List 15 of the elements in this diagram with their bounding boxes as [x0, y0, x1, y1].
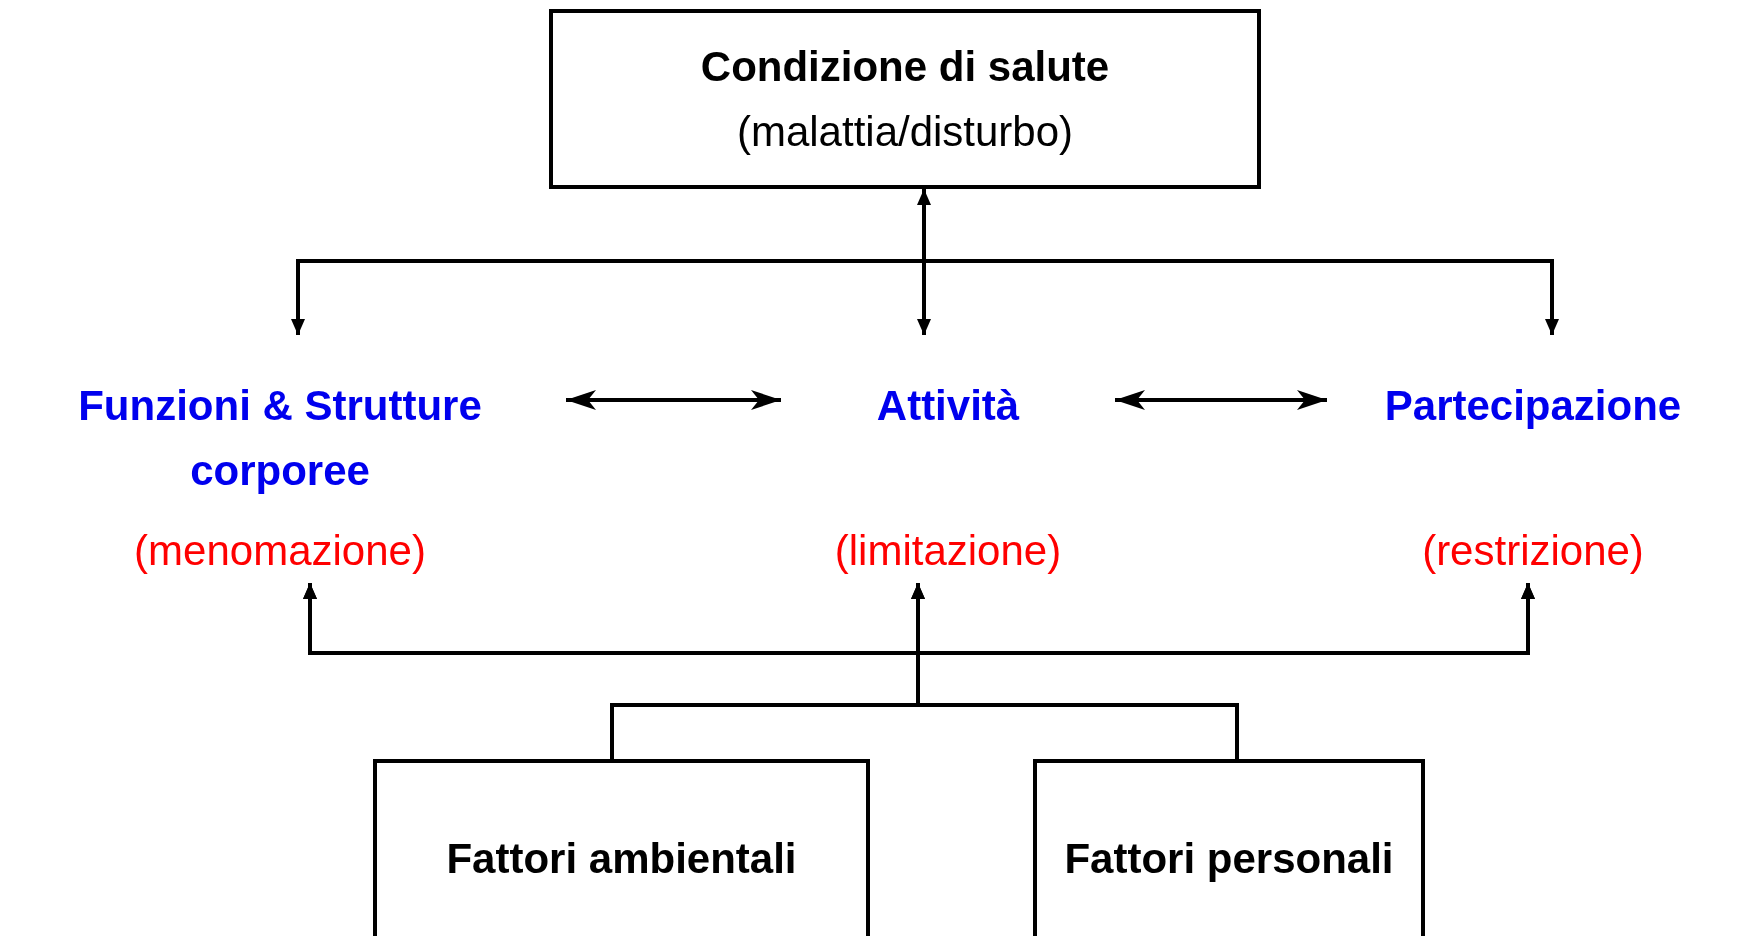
factor-box: [373, 759, 870, 936]
component-title: Funzioni & Strutture corporee: [77, 381, 483, 497]
arrow: [566, 390, 781, 410]
arrow: [1115, 390, 1327, 410]
component-note: (limitazione): [834, 525, 1062, 576]
heading: Condizione di salute: [700, 41, 1110, 92]
factor-box: [1033, 759, 1425, 936]
factor-label: Fattori ambientali: [446, 834, 797, 885]
process-box: [549, 9, 1261, 189]
factor-label: Fattori personali: [1064, 834, 1394, 885]
component-title: Partecipazione: [1384, 381, 1682, 431]
subheading: (malattia/disturbo): [736, 107, 1074, 157]
component-title: Attività: [876, 381, 1020, 431]
component-note: (restrizione): [1422, 525, 1644, 576]
component-note: (menomazione): [134, 525, 426, 576]
